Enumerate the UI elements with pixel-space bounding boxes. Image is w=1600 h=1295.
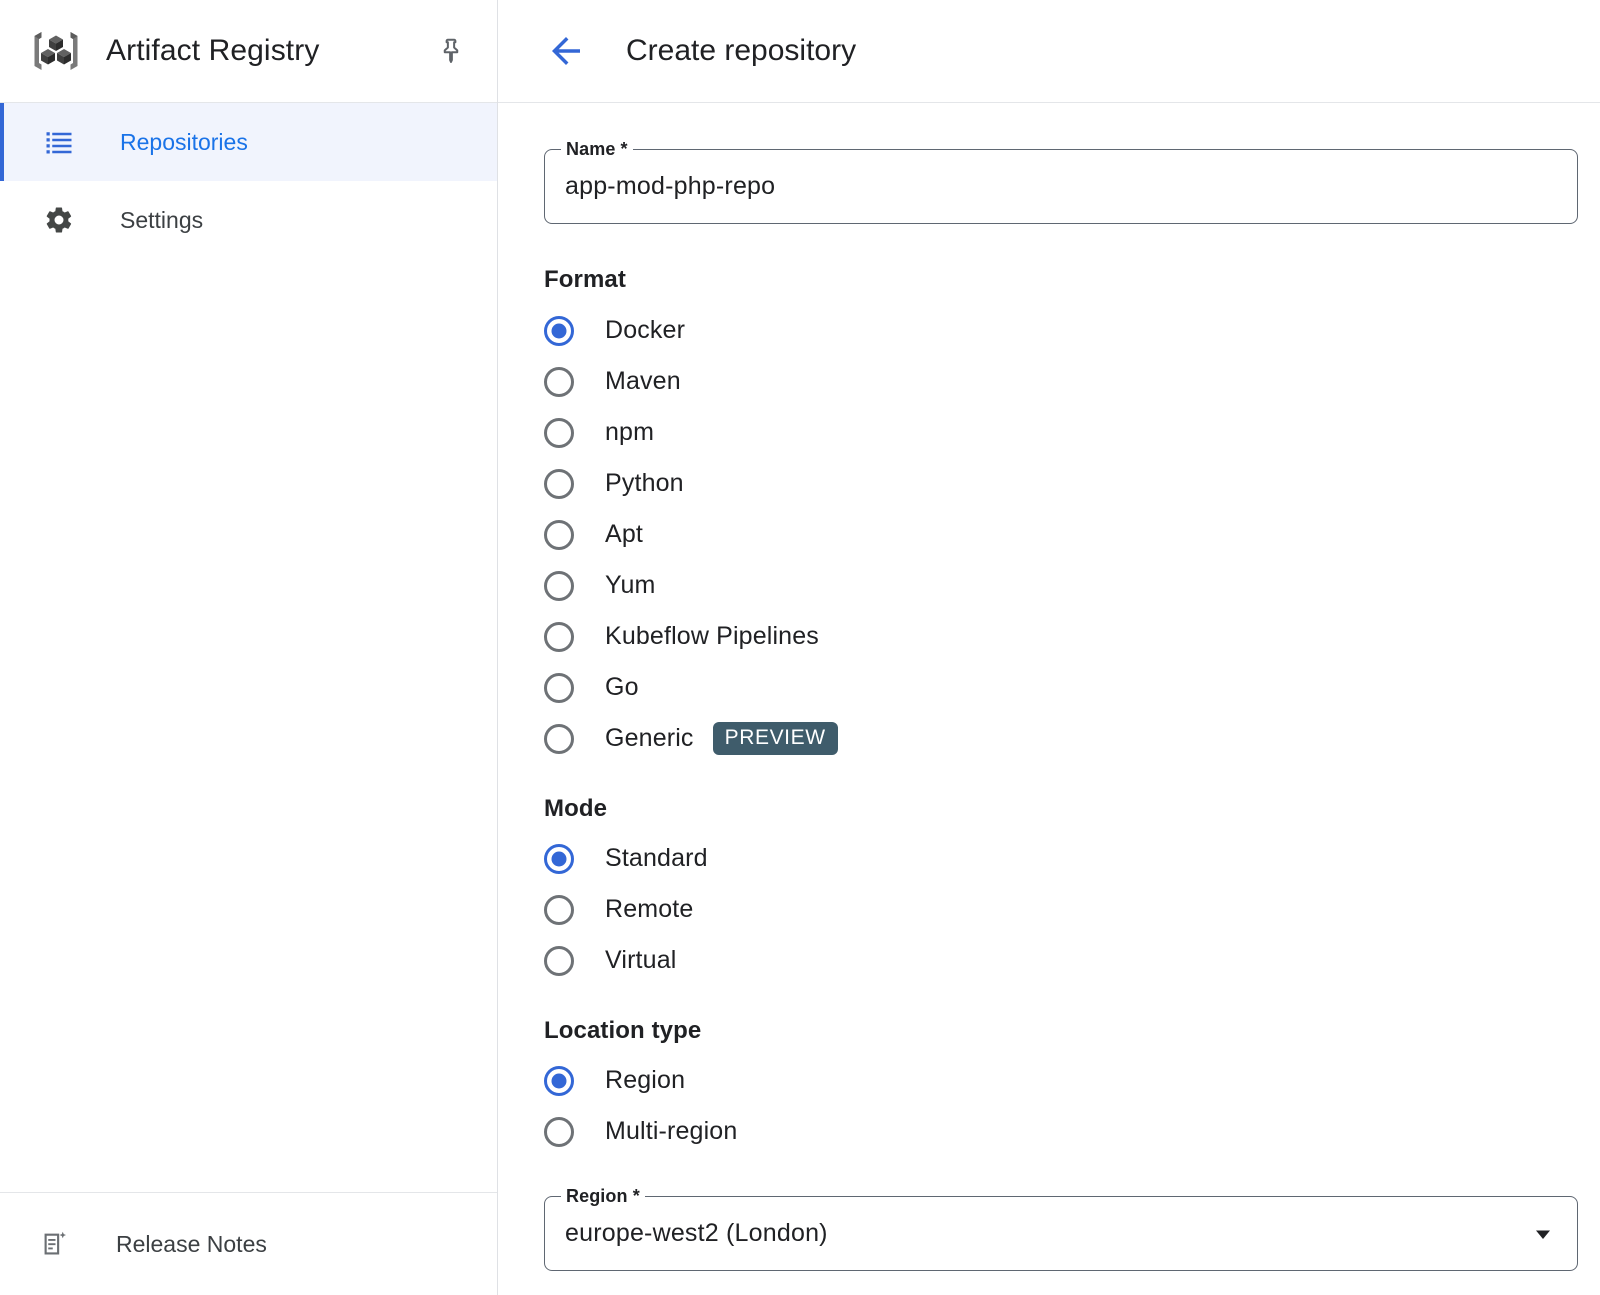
- format-option-yum[interactable]: Yum: [544, 560, 1578, 611]
- artifact-registry-logo-icon: [28, 23, 84, 79]
- sidebar-nav: Repositories Settings: [0, 103, 497, 259]
- radio-icon: [544, 315, 574, 346]
- sidebar-item-label: Repositories: [120, 128, 248, 155]
- format-option-docker[interactable]: Docker: [544, 305, 1578, 356]
- location-type-title: Location type: [544, 1017, 702, 1044]
- region-select[interactable]: Region * europe-west2 (London): [544, 1185, 1578, 1271]
- brand-title: Artifact Registry: [106, 34, 320, 67]
- gear-icon: [42, 203, 76, 237]
- arrow-back-icon[interactable]: [542, 27, 590, 75]
- mode-option-label: Standard: [605, 844, 708, 872]
- mode-option-virtual[interactable]: Virtual: [544, 935, 1578, 986]
- sidebar-spacer: [0, 259, 497, 1192]
- format-option-generic[interactable]: Generic PREVIEW: [544, 713, 1578, 764]
- mode-section: Mode Standard Remote Virtual: [544, 795, 1578, 986]
- format-option-maven[interactable]: Maven: [544, 356, 1578, 407]
- radio-icon: [544, 1116, 574, 1147]
- location-type-option-label: Region: [605, 1066, 686, 1094]
- name-input[interactable]: Name * app-mod-php-repo: [544, 138, 1578, 224]
- mode-title: Mode: [544, 795, 608, 822]
- page-title: Create repository: [626, 34, 857, 67]
- name-field-label: Name *: [561, 138, 633, 160]
- format-option-label: npm: [605, 418, 655, 446]
- release-notes-button[interactable]: Release Notes: [0, 1192, 497, 1295]
- format-section: Format Docker Maven npm Python: [544, 266, 1578, 764]
- format-option-npm[interactable]: npm: [544, 407, 1578, 458]
- mode-option-label: Remote: [605, 895, 694, 923]
- radio-icon: [544, 723, 574, 754]
- radio-icon: [544, 1065, 574, 1096]
- release-notes-label: Release Notes: [116, 1230, 267, 1257]
- radio-icon: [544, 570, 574, 601]
- format-option-apt[interactable]: Apt: [544, 509, 1578, 560]
- radio-icon: [544, 621, 574, 652]
- name-field-block: Name * app-mod-php-repo: [544, 138, 1578, 224]
- page-header: Create repository: [498, 0, 1600, 103]
- region-section: Region * europe-west2 (London): [544, 1185, 1578, 1271]
- location-type-option-region[interactable]: Region: [544, 1055, 1578, 1106]
- format-option-label: Yum: [605, 571, 656, 599]
- format-option-label: Maven: [605, 367, 681, 395]
- radio-icon: [544, 417, 574, 448]
- region-field-label: Region *: [561, 1185, 645, 1207]
- format-option-label: Python: [605, 469, 684, 497]
- radio-icon: [544, 366, 574, 397]
- radio-icon: [544, 894, 574, 925]
- format-option-label: Generic: [605, 724, 694, 752]
- sidebar-header: Artifact Registry: [0, 0, 497, 103]
- location-type-section: Location type Region Multi-region: [544, 1017, 1578, 1157]
- format-option-label: Apt: [605, 520, 643, 548]
- format-option-kubeflow-pipelines[interactable]: Kubeflow Pipelines: [544, 611, 1578, 662]
- mode-option-label: Virtual: [605, 946, 677, 974]
- format-option-label: Go: [605, 673, 639, 701]
- preview-badge: PREVIEW: [712, 722, 838, 755]
- radio-icon: [544, 672, 574, 703]
- sidebar: Artifact Registry: [0, 0, 498, 1295]
- radio-icon: [544, 519, 574, 550]
- sidebar-item-repositories[interactable]: Repositories: [0, 103, 497, 181]
- format-option-label: Docker: [605, 316, 686, 344]
- list-icon: [42, 125, 76, 159]
- location-type-option-multi-region[interactable]: Multi-region: [544, 1106, 1578, 1157]
- release-notes-icon: [38, 1227, 72, 1261]
- name-field-value: app-mod-php-repo: [565, 172, 776, 200]
- region-field-value: europe-west2 (London): [565, 1219, 828, 1247]
- radio-icon: [544, 945, 574, 976]
- mode-option-standard[interactable]: Standard: [544, 833, 1578, 884]
- chevron-down-icon: [1529, 1220, 1557, 1248]
- format-option-go[interactable]: Go: [544, 662, 1578, 713]
- format-option-label: Kubeflow Pipelines: [605, 622, 819, 650]
- main-content: Create repository Name * app-mod-php-rep…: [498, 0, 1600, 1295]
- format-title: Format: [544, 266, 626, 293]
- mode-option-remote[interactable]: Remote: [544, 884, 1578, 935]
- create-repository-form: Name * app-mod-php-repo Format Docker Ma…: [498, 103, 1600, 1295]
- sidebar-item-settings[interactable]: Settings: [0, 181, 497, 259]
- format-option-python[interactable]: Python: [544, 458, 1578, 509]
- location-type-option-label: Multi-region: [605, 1117, 738, 1145]
- sidebar-item-label: Settings: [120, 206, 204, 233]
- radio-icon: [544, 843, 574, 874]
- radio-icon: [544, 468, 574, 499]
- pin-icon[interactable]: [431, 31, 471, 71]
